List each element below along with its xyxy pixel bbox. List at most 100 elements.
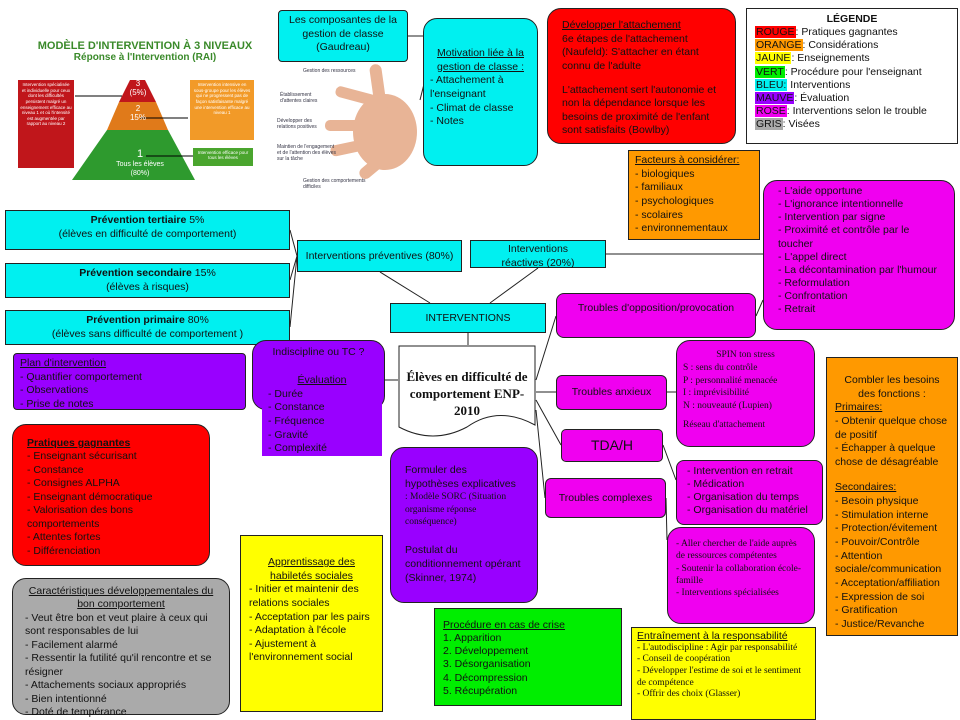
- caracteristiques-item: - Doté de tempérance: [25, 705, 127, 718]
- caracteristiques-item: - Veut être bon et veut plaire à ceux qu…: [25, 611, 208, 638]
- combler-item: - Justice/Revanche: [835, 617, 925, 630]
- pratiques-item: - Attentes fortes: [27, 531, 101, 544]
- opposition-interventions-box: - L'aide opportune - L'ignorance intenti…: [763, 180, 955, 330]
- crise-step: 3. Désorganisation: [443, 658, 531, 671]
- list-item: - L'ignorance intentionnelle: [778, 198, 904, 211]
- list-item: - Confrontation: [778, 290, 848, 302]
- responsabilite-item: - L'autodiscipline : Agir par responsabi…: [637, 642, 798, 653]
- combler-item: - Pouvoir/Contrôle: [835, 536, 920, 549]
- prevention-secondaire-box: Prévention secondaire 15%(élèves à risqu…: [5, 263, 290, 298]
- list-item: - L'appel direct: [778, 250, 847, 263]
- evaluation-item: - Gravité: [268, 428, 309, 441]
- motivation-box: Motivation liée à la gestion de classe :…: [423, 18, 538, 166]
- formuler-text: Postulat du conditionnement opérant (Ski…: [405, 544, 521, 584]
- list-item: - Médication: [687, 478, 745, 491]
- tdah-interventions-box: - Intervention en retrait - Médication -…: [676, 460, 823, 525]
- list-item: - Reformulation: [778, 276, 850, 289]
- list-item: - Intervention par signe: [778, 211, 886, 224]
- legend-item: ROUGE: Pratiques gagnantes: [755, 26, 898, 39]
- combler-item: - Stimulation interne: [835, 508, 929, 521]
- combler-item: - Gratification: [835, 604, 898, 617]
- primaires-title: Primaires:: [835, 401, 883, 414]
- attachement-box: Développer l'attachement 6e étapes de l'…: [547, 8, 736, 144]
- crise-step: 2. Développement: [443, 645, 529, 658]
- rai-note-level3: Intervention spécialisée et individuelle…: [18, 80, 74, 168]
- rai-model-image: MODÈLE D'INTERVENTION À 3 NIVEAUX Répons…: [0, 30, 280, 200]
- facteurs-item: - scolaires: [635, 208, 683, 221]
- document-shape: [398, 345, 536, 437]
- evaluation-item: - Fréquence: [268, 414, 325, 427]
- indiscipline-title: Indiscipline ou TC ?: [272, 346, 365, 358]
- complexes-interventions-box: - Aller chercher de l'aide auprès de res…: [667, 527, 815, 624]
- hand-label: Établissement d'attentes claires: [280, 92, 318, 104]
- formuler-text: : Modèle SORC (Situation organisme répon…: [405, 492, 507, 527]
- combler-title: Combler les besoins des fonctions :: [844, 374, 940, 400]
- center-title: Élèves en difficulté de comportement ENP…: [406, 369, 528, 418]
- pratiques-box: Pratiques gagnantes - Enseignant sécuris…: [12, 424, 210, 566]
- habiletes-item: - Adaptation à l'école: [249, 624, 347, 637]
- habiletes-title: Apprentissage des habiletés sociales: [268, 556, 355, 582]
- facteurs-box: Facteurs à considérer: - biologiques - f…: [628, 150, 760, 240]
- combler-box: Combler les besoins des fonctions : Prim…: [826, 357, 958, 636]
- pratiques-title: Pratiques gagnantes: [27, 437, 131, 449]
- list-item: - Interventions spécialisées: [676, 588, 779, 599]
- hand-image: Gestion des ressources Établissement d'a…: [275, 62, 420, 202]
- pratiques-item: - Constance: [27, 463, 84, 476]
- crise-step: 5. Récupération: [443, 684, 518, 697]
- crise-step: 1. Apparition: [443, 632, 502, 645]
- pratiques-item: - Enseignant démocratique: [27, 490, 153, 503]
- list-item: - La décontamination par l'humour: [778, 263, 938, 276]
- combler-item: - Obtenir quelque chose de positif: [835, 414, 948, 441]
- rai-title: MODÈLE D'INTERVENTION À 3 NIVEAUX: [37, 40, 253, 52]
- caracteristiques-item: - Facilement alarmé: [25, 638, 118, 651]
- interventions-reactives-box: Interventions réactives (20%): [470, 240, 606, 269]
- pratiques-item: - Valorisation des bons comportements: [27, 504, 134, 530]
- combler-item: - Attention sociale/communication: [835, 549, 942, 576]
- legend-item: GRIS: Visées: [755, 118, 820, 130]
- plan-item: - Observations: [20, 384, 89, 397]
- rai-note-level1: Intervention efficace pour tous les élèv…: [193, 148, 253, 166]
- list-item: - L'aide opportune: [778, 185, 863, 197]
- caracteristiques-item: - Bien intentionné: [25, 692, 107, 705]
- formuler-text: Formuler des hypothèses explicatives: [405, 464, 516, 490]
- center-document: Élèves en difficulté de comportement ENP…: [398, 345, 536, 440]
- legend-item: JAUNE: Enseignements: [755, 52, 870, 65]
- legend-item: ORANGE: Considérations: [755, 39, 879, 52]
- combler-item: - Besoin physique: [835, 495, 919, 508]
- prevention-primaire-box: Prévention primaire 80%(élèves sans diff…: [5, 310, 290, 345]
- facteurs-item: - environnementaux: [635, 222, 728, 235]
- spin-extra: Réseau d'attachement: [683, 420, 766, 431]
- attachement-title: Développer l'attachement: [562, 19, 681, 31]
- spin-title: SPIN ton stress: [716, 350, 775, 360]
- spin-item: S : sens du contrôle: [683, 362, 758, 373]
- habiletes-item: - Ajustement à l'environnement social: [249, 637, 353, 664]
- caracteristiques-box: Caractéristiques développementales du bo…: [12, 578, 230, 718]
- pyramid-graphic: [72, 80, 195, 180]
- list-item: - Retrait: [778, 303, 816, 316]
- legend-item: ROSE: Interventions selon le trouble: [755, 104, 927, 117]
- combler-item: - Échapper à quelque chose de désagréabl…: [835, 442, 939, 468]
- pratiques-item: - Différenciation: [27, 544, 101, 557]
- combler-item: - Acceptation/affiliation: [835, 576, 940, 589]
- troubles-anxieux-box: Troubles anxieux: [556, 375, 667, 410]
- habiletes-box: Apprentissage des habiletés sociales - I…: [240, 535, 383, 712]
- facteurs-item: - psychologiques: [635, 194, 714, 207]
- legend-item: BLEU: Interventions: [755, 78, 851, 91]
- combler-item: - Expression de soi: [835, 590, 925, 603]
- legend-box: LÉGENDE ROUGE: Pratiques gagnantes ORANG…: [746, 8, 958, 144]
- plan-item: - Quantifier comportement: [20, 370, 142, 383]
- plan-item: - Prise de notes: [20, 397, 94, 410]
- legend-title: LÉGENDE: [826, 13, 878, 25]
- gaudreau-box: Les composantes de la gestion de classe …: [278, 10, 408, 62]
- evaluation-list: Évaluation - Durée - Constance - Fréquen…: [262, 374, 382, 456]
- facteurs-item: - familiaux: [635, 181, 683, 194]
- tdah-box: TDA/H: [561, 429, 663, 462]
- list-item: - Aller chercher de l'aide auprès de res…: [676, 539, 797, 562]
- motivation-item: - Notes: [430, 115, 464, 128]
- hand-label: Gestion des comportements difficiles: [303, 178, 366, 190]
- list-item: - Organisation du temps: [687, 491, 800, 504]
- motivation-item: - Attachement à l'enseignant: [430, 74, 504, 100]
- secondaires-title: Secondaires:: [835, 481, 897, 494]
- caracteristiques-item: - Attachements sociaux appropriés: [25, 679, 187, 692]
